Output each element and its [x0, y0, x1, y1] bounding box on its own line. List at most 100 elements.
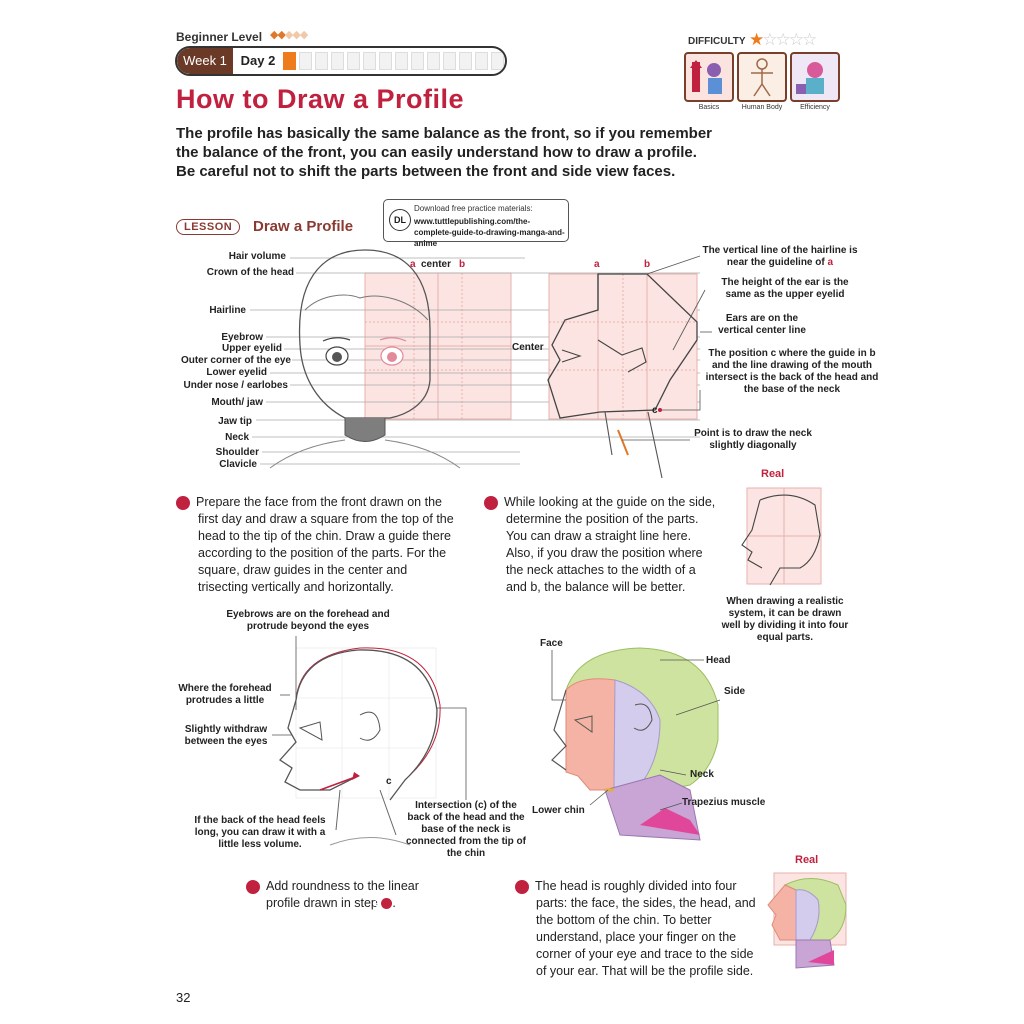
week-label: Week 1 [177, 48, 233, 74]
download-icon: DL [389, 209, 411, 231]
side-grid-label-c: c [652, 405, 658, 416]
basics-icon [684, 52, 734, 102]
page-title: How to Draw a Profile [176, 84, 465, 114]
label-neck: Neck [225, 432, 249, 443]
note-eyebrows: Eyebrows are on the forehead and protrud… [226, 609, 390, 632]
progress-cell [315, 52, 328, 70]
label-step4-neck: Neck [690, 769, 714, 780]
progress-cell [299, 52, 312, 70]
note-ear-height: The height of the ear is the same as the… [721, 277, 849, 300]
note-ears-center: Ears are on the vertical center line [718, 313, 806, 336]
progress-cell [379, 52, 392, 70]
grid-label-center: center [421, 259, 452, 270]
category-human-body: Human Body [737, 52, 787, 111]
category-icons: Basics Human Body Efficiency [684, 52, 840, 111]
label-hairline: Hairline [209, 305, 246, 316]
note-hairline-vertical: The vertical line of the hairline is nea… [700, 245, 860, 269]
label-face: Face [540, 638, 563, 649]
intro-text: The profile has basically the same balan… [176, 125, 713, 180]
label-outer-eye: Outer corner of the eye [180, 355, 291, 366]
step-text: Prepare the face from the front drawn on… [196, 495, 454, 594]
step-number: 4 [509, 880, 529, 894]
step-text: The head is roughly divided into four pa… [535, 879, 756, 978]
label-under-nose: Under nose / earlobes [183, 380, 288, 391]
label-crown: Crown of the head [206, 267, 294, 278]
progress-cells [283, 52, 504, 70]
label-shoulder: Shoulder [215, 447, 259, 458]
side-grid-label-b: b [644, 259, 651, 270]
step-ref: 2 [375, 898, 393, 909]
label-side: Side [724, 686, 746, 697]
side-grid-label-a: a [594, 259, 600, 270]
real-note-1: When drawing a realistic system, it can … [721, 596, 849, 643]
step-text-end: . [392, 896, 396, 910]
difficulty-stars: ★☆☆☆☆ [749, 30, 817, 50]
day-label: Day 2 [240, 53, 276, 68]
progress-cell [443, 52, 456, 70]
step-4: 4 The head is roughly divided into four p… [509, 878, 761, 980]
real-label-2: Real [795, 854, 819, 866]
step-2: 2 While looking at the guide on the side,… [477, 494, 720, 596]
progress-cell [411, 52, 424, 70]
label-lower-eyelid: Lower eyelid [206, 367, 267, 378]
diamond-icon: ◆◆◆ [284, 29, 308, 41]
category-label: Basics [698, 104, 720, 111]
note-withdraw: Slightly withdraw between the eyes [184, 724, 268, 747]
note-forehead: Where the forehead protrudes a little [178, 683, 272, 706]
download-box: DL Download free practice materials: www… [383, 199, 569, 248]
star-icon: ☆☆☆☆ [762, 30, 817, 49]
grid-label-b: b [459, 259, 466, 270]
label-upper-eyelid: Upper eyelid [221, 343, 282, 354]
download-link[interactable]: www.tuttlepublishing.com/the-complete-gu… [414, 217, 565, 248]
step-text: Add roundness to the linear profile draw… [266, 879, 419, 910]
note-emph: a [827, 257, 834, 268]
label-jaw-tip: Jaw tip [218, 416, 252, 427]
level-label: Beginner Level [176, 30, 263, 44]
label-mouth-jaw: Mouth/ jaw [211, 397, 263, 408]
category-basics: Basics [684, 52, 734, 111]
step-text: While looking at the guide on the side, … [504, 495, 716, 594]
diamond-icon: ◆◆ [270, 29, 286, 41]
step3-c-label: c [386, 776, 392, 787]
note-back-head: If the back of the head feels long, you … [194, 815, 326, 850]
progress-cell [283, 52, 296, 70]
label-trapezius: Trapezius muscle [682, 797, 766, 808]
note-text: The vertical line of the hairline is nea… [702, 245, 858, 268]
progress-cell [347, 52, 360, 70]
level-diamonds: ◆◆◆◆◆ [270, 28, 308, 41]
progress-cell [459, 52, 472, 70]
step-number: 2 [477, 496, 498, 510]
category-label: Human Body [741, 104, 783, 111]
category-label: Efficiency [800, 104, 830, 111]
lesson-title: Draw a Profile [253, 218, 354, 235]
star-icon: ★ [749, 30, 764, 49]
note-intersection: Intersection (c) of the back of the head… [406, 800, 526, 859]
label-clavicle: Clavicle [219, 459, 257, 470]
note-neck-diagonal: Point is to draw the neck slightly diago… [694, 428, 812, 451]
page-number: 32 [176, 990, 191, 1005]
progress-cell [363, 52, 376, 70]
note-position-c: The position c where the guide in b and … [705, 348, 879, 395]
label-eyebrow: Eyebrow [221, 332, 263, 343]
label-lower-chin: Lower chin [532, 805, 585, 816]
lesson-tag: LESSON [176, 219, 241, 235]
label-hair-volume: Hair volume [228, 251, 286, 262]
week-day-progress: Week 1 Day 2 [175, 46, 507, 76]
category-efficiency: Efficiency [790, 52, 840, 111]
download-caption: Download free practice materials: [414, 204, 533, 213]
real-label-1: Real [761, 468, 785, 480]
grid-label-a: a [410, 259, 416, 270]
efficiency-icon [790, 52, 840, 102]
step-number: 1 [169, 496, 190, 510]
progress-cell [491, 52, 504, 70]
human-body-icon [737, 52, 787, 102]
progress-cell [331, 52, 344, 70]
progress-cell [427, 52, 440, 70]
progress-cell [475, 52, 488, 70]
step-number: 3 [240, 880, 260, 894]
